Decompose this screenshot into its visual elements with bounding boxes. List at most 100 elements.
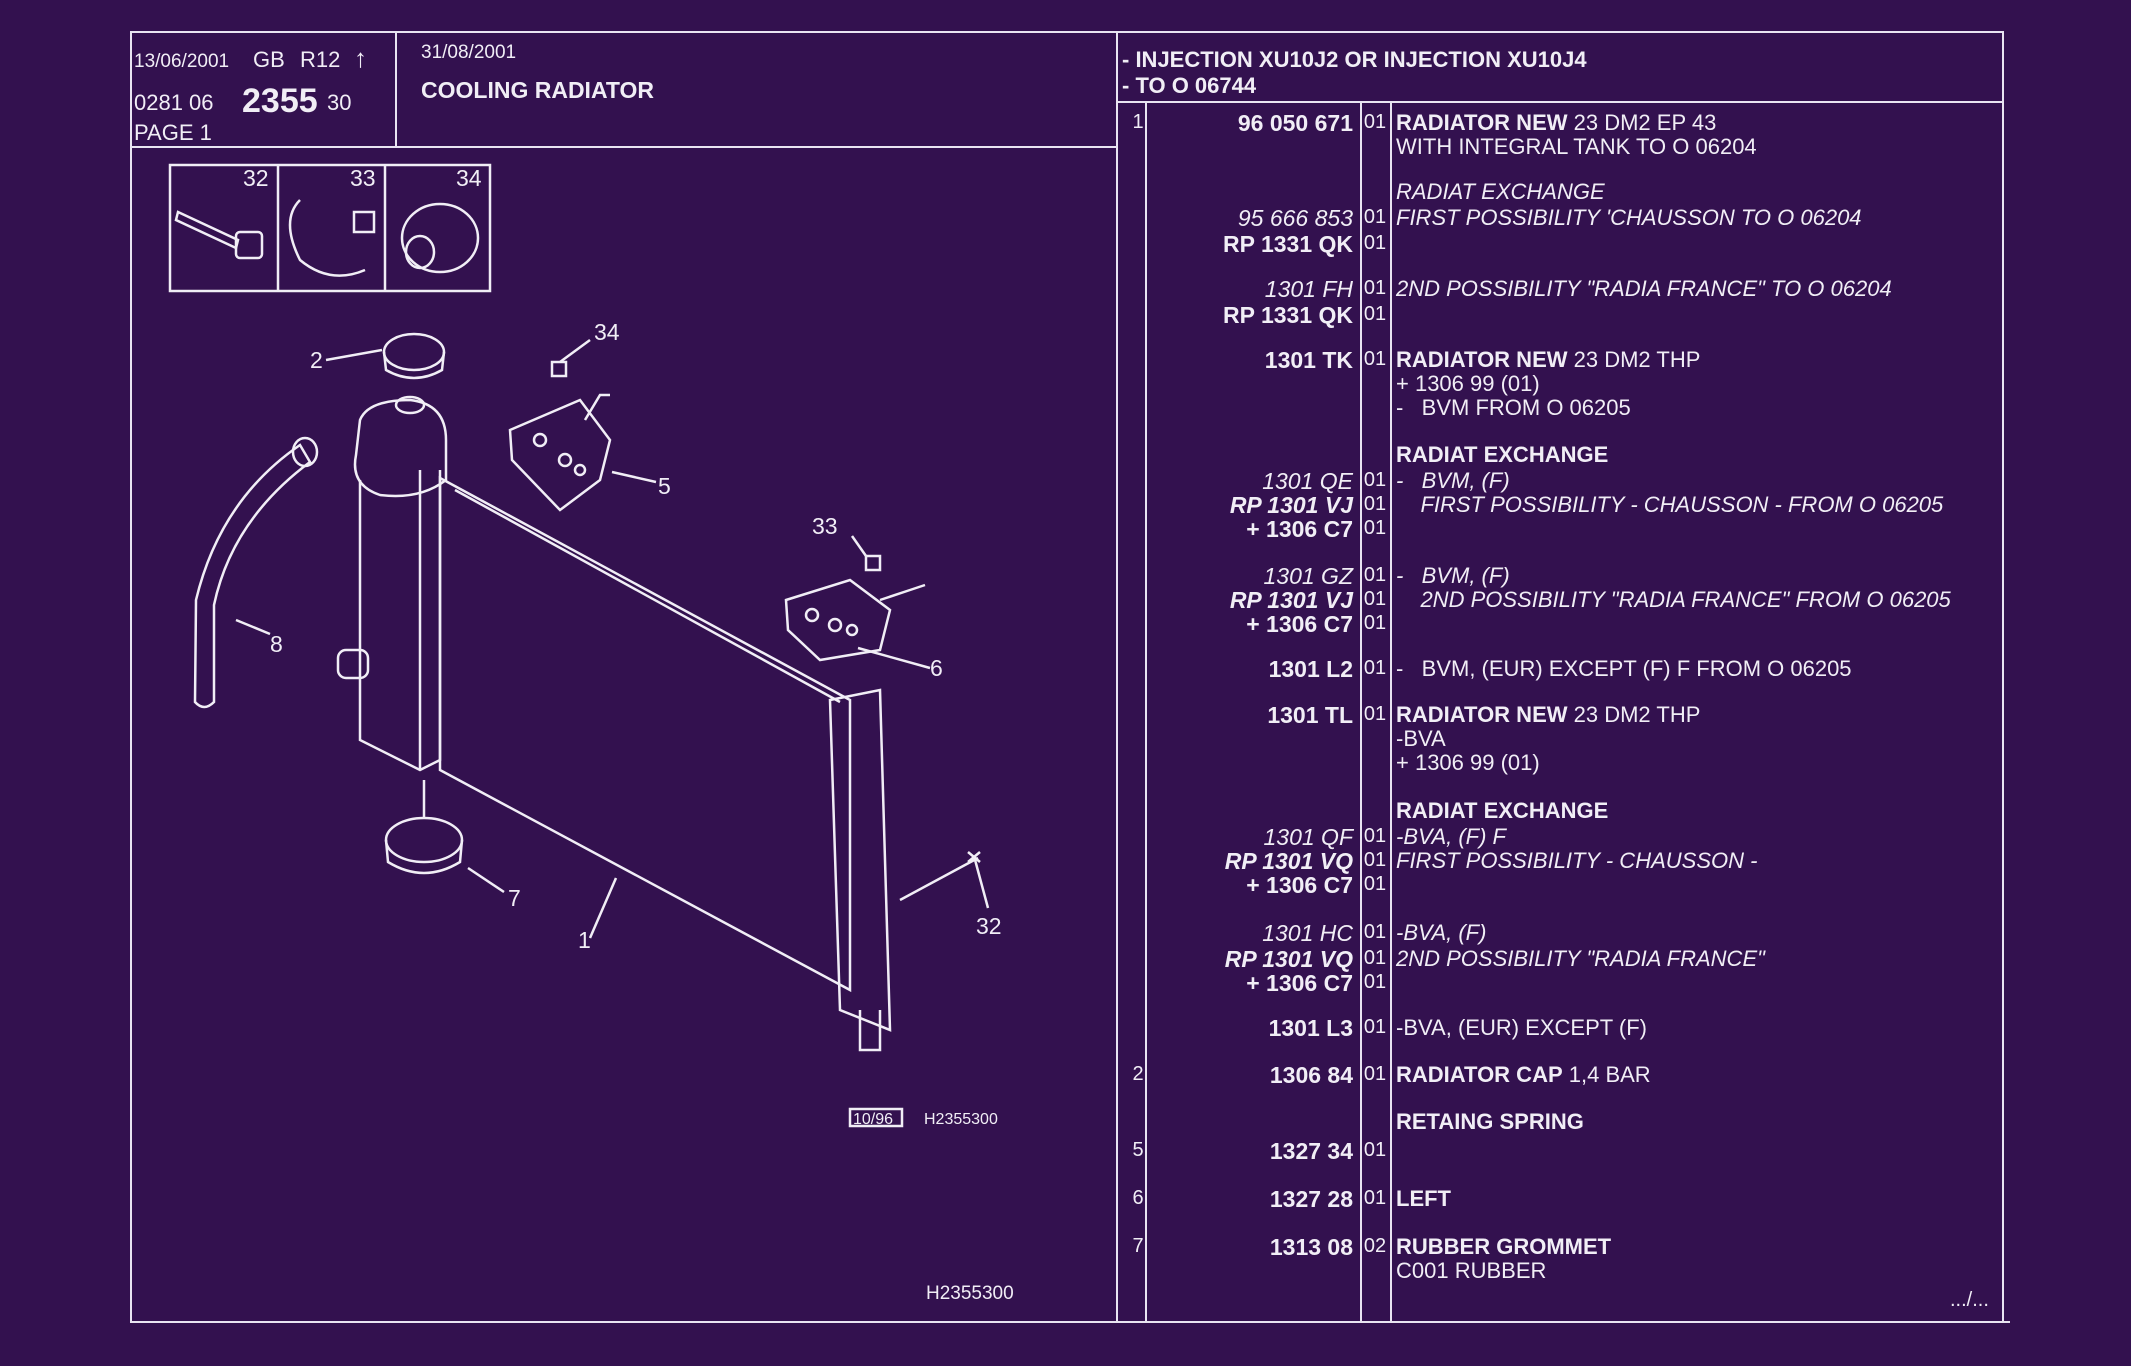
- table-row: RETAING SPRING: [0, 1111, 2131, 1137]
- row-description-text: -BVA: [1396, 726, 1446, 751]
- row-description-text: 2ND POSSIBILITY "RADIA FRANCE" TO O 0620…: [1396, 276, 1892, 301]
- col-qty-divider: [1390, 101, 1392, 1321]
- row-quantity: 01: [1363, 348, 1387, 370]
- row-description-text: 2ND POSSIBILITY "RADIA FRANCE": [1396, 946, 1765, 971]
- row-description-text: -BVA, (EUR) EXCEPT (F): [1396, 1015, 1647, 1040]
- row-part-number: 1301 QE: [1262, 468, 1353, 494]
- table-row: RADIAT EXCHANGE: [0, 181, 2131, 207]
- row-description: - BVM FROM O 06205: [1396, 397, 1631, 419]
- row-quantity: 01: [1363, 588, 1387, 610]
- table-row: + 1306 99 (01): [0, 752, 2131, 778]
- row-description-bold: RETAING SPRING: [1396, 1109, 1584, 1134]
- row-description-text: RADIAT EXCHANGE: [1396, 179, 1605, 204]
- row-part-number: RP 1301 VQ: [1224, 848, 1353, 874]
- row-part-number: 1301 HC: [1262, 920, 1353, 946]
- col-ref-divider: [1145, 101, 1147, 1321]
- page-label: PAGE 1: [134, 120, 212, 145]
- row-description-text: 1,4 BAR: [1562, 1062, 1651, 1087]
- row-description-bold: LEFT: [1396, 1186, 1451, 1211]
- header-bottom-left: [130, 146, 1118, 148]
- row-quantity: 01: [1363, 873, 1387, 895]
- inset-label-32: 32: [243, 165, 269, 191]
- callout-32: 32: [976, 913, 1002, 939]
- row-part-number: + 1306 C7: [1246, 516, 1353, 542]
- row-quantity: 01: [1363, 206, 1387, 228]
- row-description: RADIAT EXCHANGE: [1396, 444, 1608, 466]
- callout-6: 6: [930, 655, 943, 681]
- table-row: RP 1331 QK 01: [0, 233, 2131, 259]
- row-part-number: 95 666 853: [1237, 205, 1353, 231]
- table-row: C001 RUBBER: [0, 1260, 2131, 1286]
- row-description: FIRST POSSIBILITY - CHAUSSON - FROM O 06…: [1396, 494, 1943, 516]
- code-prefix: 0281 06: [134, 90, 214, 115]
- row-quantity: 01: [1363, 947, 1387, 969]
- row-description: -BVA, (EUR) EXCEPT (F): [1396, 1017, 1647, 1039]
- row-description: RETAING SPRING: [1396, 1111, 1584, 1133]
- callout-2: 2: [310, 347, 323, 373]
- row-part-number: 1301 GZ: [1263, 563, 1354, 589]
- row-quantity: 01: [1363, 232, 1387, 254]
- row-ref: 1: [1132, 111, 1144, 133]
- callout-33: 33: [812, 513, 838, 539]
- inset-label-34: 34: [456, 165, 482, 191]
- row-description-bold: RADIATOR NEW: [1396, 347, 1568, 372]
- row-description: RADIATOR NEW 23 DM2 THP: [1396, 349, 1700, 371]
- table-row: -BVA: [0, 728, 2131, 754]
- row-description: -BVA, (F) F: [1396, 826, 1506, 848]
- up-arrow-icon: ↑: [354, 43, 367, 73]
- callout-34: 34: [594, 319, 620, 345]
- row-quantity: 01: [1363, 1063, 1387, 1085]
- frame-bottom: [130, 1321, 2010, 1323]
- row-description: - BVM, (EUR) EXCEPT (F) F FROM O 06205: [1396, 658, 1852, 680]
- row-description: RADIATOR NEW 23 DM2 THP: [1396, 704, 1700, 726]
- row-description-text: + 1306 99 (01): [1396, 750, 1540, 775]
- row-description-text: FIRST POSSIBILITY - CHAUSSON -: [1396, 848, 1758, 873]
- row-quantity: 01: [1363, 825, 1387, 847]
- row-part-number: + 1306 C7: [1246, 611, 1353, 637]
- code-suffix: 30: [327, 90, 352, 115]
- code-main: 2355: [242, 82, 318, 120]
- row-quantity: 01: [1363, 493, 1387, 515]
- section-title: COOLING RADIATOR: [421, 77, 654, 103]
- table-row: WITH INTEGRAL TANK TO O 06204: [0, 136, 2131, 162]
- row-ref: 6: [1132, 1187, 1144, 1209]
- row-quantity: 01: [1363, 1139, 1387, 1161]
- table-row: RADIAT EXCHANGE: [0, 800, 2131, 826]
- date-left: 13/06/2001: [134, 51, 230, 72]
- row-description: - BVM, (F): [1396, 470, 1510, 492]
- row-quantity: 01: [1363, 111, 1387, 133]
- row-quantity: 01: [1363, 277, 1387, 299]
- table-row: 1301 QF 01 -BVA, (F) F: [0, 826, 2131, 852]
- row-description: 2ND POSSIBILITY "RADIA FRANCE" FROM O 06…: [1396, 589, 1950, 611]
- row-part-number: RP 1331 QK: [1223, 231, 1353, 257]
- row-part-number: 1301 QF: [1263, 824, 1354, 850]
- callout-8: 8: [270, 631, 283, 657]
- row-description: -BVA: [1396, 728, 1446, 750]
- row-description: C001 RUBBER: [1396, 1260, 1546, 1282]
- table-row: - BVM FROM O 06205: [0, 397, 2131, 423]
- date-right: 31/08/2001: [421, 42, 517, 63]
- row-part-number: 96 050 671: [1237, 110, 1353, 136]
- row-quantity: 02: [1363, 1235, 1387, 1257]
- applicability-line-2: - TO O 06744: [1122, 73, 1257, 98]
- row-description: - BVM, (F): [1396, 565, 1510, 587]
- r-code: R12: [300, 47, 341, 72]
- frame-top: [130, 31, 2002, 33]
- row-description: RADIAT EXCHANGE: [1396, 181, 1605, 203]
- row-ref: 7: [1132, 1235, 1144, 1257]
- row-description-text: FIRST POSSIBILITY - CHAUSSON - FROM O 06…: [1396, 492, 1944, 517]
- row-description-text: - BVM, (F): [1396, 468, 1510, 493]
- row-description-bold: RUBBER GROMMET: [1396, 1234, 1612, 1259]
- frame-mid-divider: [1116, 31, 1118, 1323]
